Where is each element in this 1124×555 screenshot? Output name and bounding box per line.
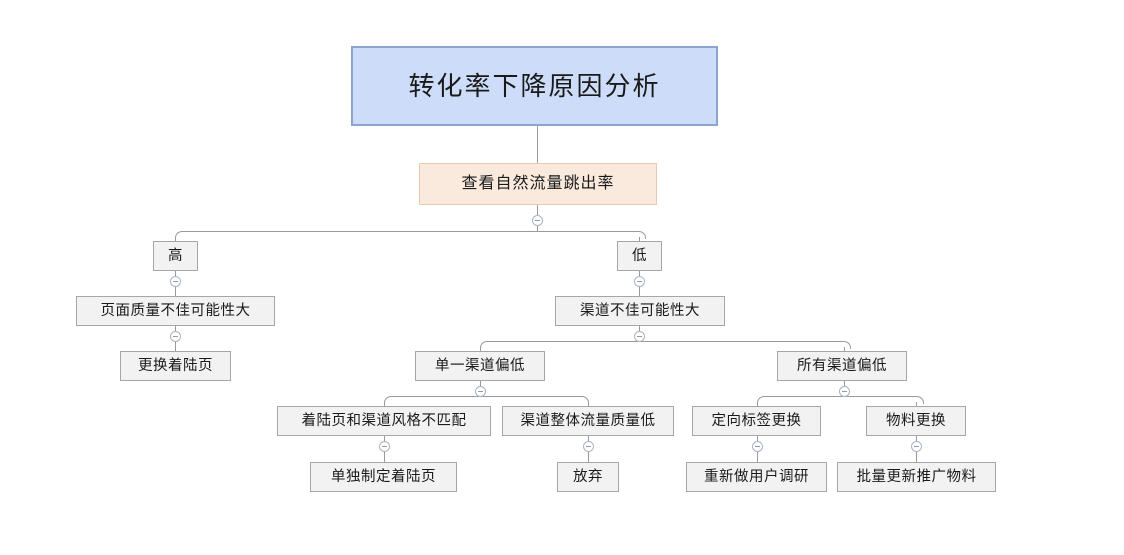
connector-all-channels-bus: [764, 396, 916, 397]
connector-drop-all-channels: [844, 347, 845, 351]
node-replace-landing-page[interactable]: 更换着陆页: [120, 351, 231, 381]
collapse-minus-icon-page-quality-bad[interactable]: [170, 331, 181, 342]
connector-elbow-channel-traffic: [581, 396, 589, 404]
collapse-minus-icon-all-channels-low[interactable]: [839, 386, 850, 397]
node-low[interactable]: 低: [617, 241, 662, 271]
collapse-minus-icon-single-channel-low[interactable]: [475, 386, 486, 397]
connector-drop-targeting-tag: [757, 402, 758, 406]
collapse-minus-icon-channel-traffic[interactable]: [583, 441, 594, 452]
collapse-minus-icon-low[interactable]: [634, 276, 645, 287]
connector-channel-bad-bus: [487, 341, 843, 342]
node-high[interactable]: 高: [153, 241, 198, 271]
connector-drop-material-change: [916, 402, 917, 406]
node-custom-landing-page[interactable]: 单独制定着陆页: [310, 462, 457, 492]
connector-elbow-material-change: [916, 396, 924, 404]
connector-elbow-low: [638, 231, 646, 239]
connector-drop-single-channel: [480, 347, 481, 351]
connector-elbow-single-channel: [480, 341, 488, 349]
connector-elbow-targeting-tag: [757, 396, 765, 404]
connector-check-bus: [182, 231, 638, 232]
connector-drop-style-mismatch: [384, 402, 385, 406]
node-bulk-update-materials[interactable]: 批量更新推广物料: [837, 462, 996, 492]
collapse-minus-icon-check-bounce-rate[interactable]: [532, 215, 543, 226]
connector-elbow-all-channels: [843, 341, 851, 349]
connector-elbow-style-mismatch: [384, 396, 392, 404]
connector-elbow-high: [175, 231, 183, 239]
node-check-bounce-rate[interactable]: 查看自然流量跳出率: [419, 163, 657, 205]
collapse-minus-icon-material-change[interactable]: [911, 441, 922, 452]
connector-drop-high: [175, 237, 176, 241]
node-channel-bad[interactable]: 渠道不佳可能性大: [555, 296, 725, 326]
node-all-channels-low[interactable]: 所有渠道偏低: [777, 351, 907, 381]
node-channel-traffic-low-quality[interactable]: 渠道整体流量质量低: [502, 406, 674, 436]
connector-single-channel-bus: [391, 396, 581, 397]
node-style-mismatch[interactable]: 着陆页和渠道风格不匹配: [277, 406, 491, 436]
connector-root-to-check: [537, 126, 538, 163]
node-redo-user-research[interactable]: 重新做用户调研: [686, 462, 827, 492]
collapse-minus-icon-targeting-tag[interactable]: [752, 441, 763, 452]
node-material-change[interactable]: 物料更换: [866, 406, 966, 436]
connector-drop-channel-traffic: [588, 402, 589, 406]
node-root[interactable]: 转化率下降原因分析: [351, 46, 718, 126]
node-page-quality-bad[interactable]: 页面质量不佳可能性大: [76, 296, 275, 326]
node-targeting-tag-change[interactable]: 定向标签更换: [692, 406, 821, 436]
node-abandon[interactable]: 放弃: [557, 462, 619, 492]
collapse-minus-icon-style-mismatch[interactable]: [379, 441, 390, 452]
collapse-minus-icon-high[interactable]: [170, 276, 181, 287]
collapse-minus-icon-channel-bad[interactable]: [634, 331, 645, 342]
node-single-channel-low[interactable]: 单一渠道偏低: [415, 351, 545, 381]
connector-drop-low: [639, 237, 640, 241]
